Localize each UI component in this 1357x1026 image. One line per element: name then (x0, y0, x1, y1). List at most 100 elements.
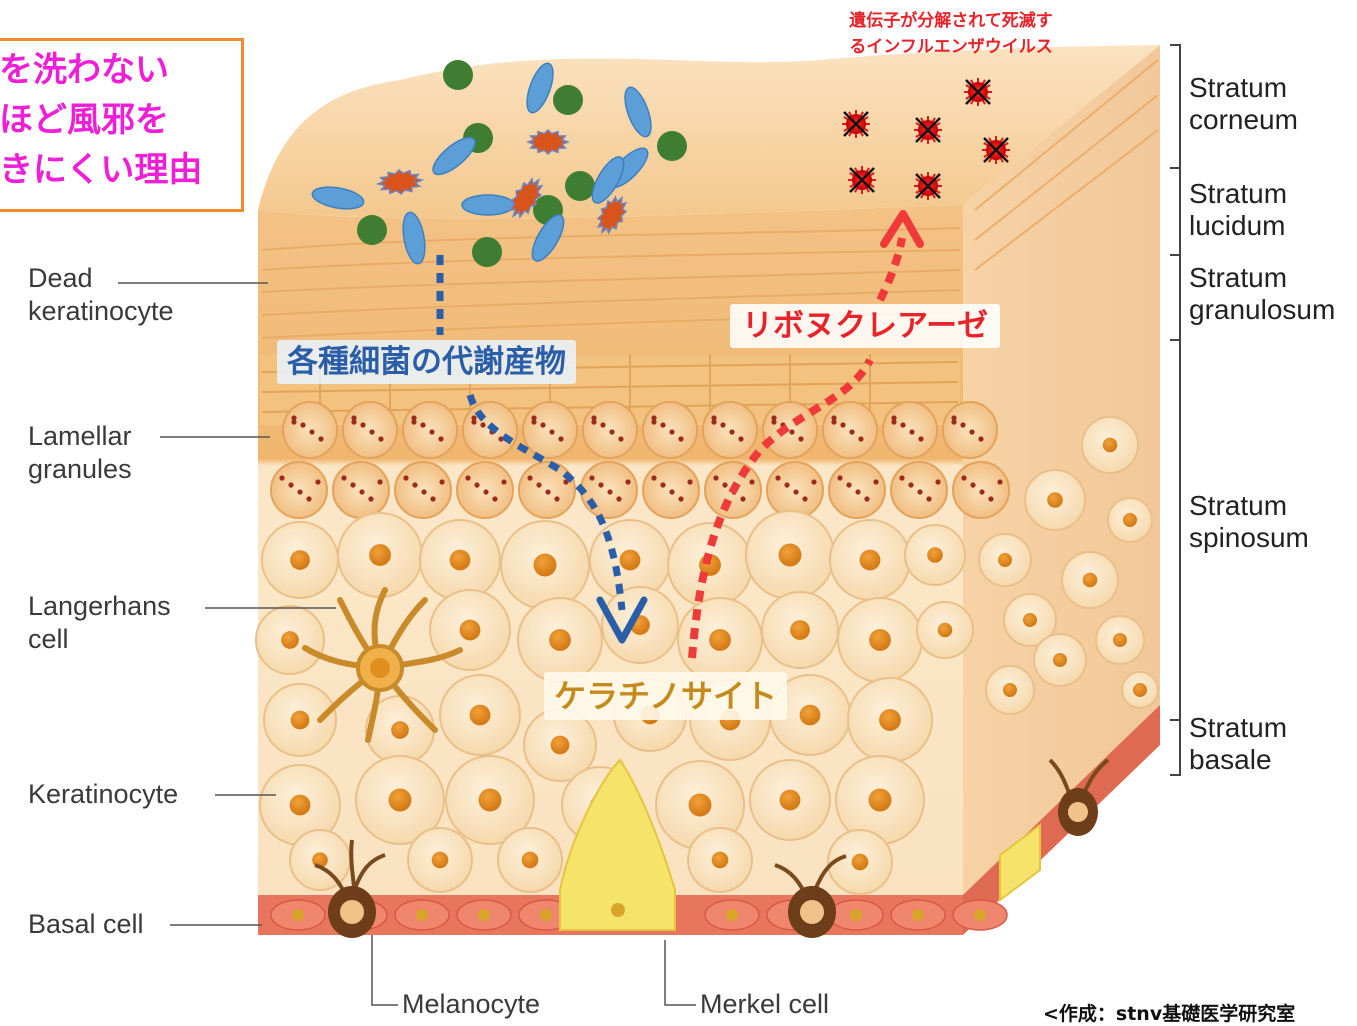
granulosum-cell (883, 402, 937, 458)
keratinocyte-nucleus (479, 789, 502, 812)
lamellar-granule-dot (784, 482, 789, 487)
lamellar-granule-dot (687, 479, 692, 484)
lamellar-granule-dot (961, 475, 966, 480)
lamellar-granule-dot (918, 436, 923, 441)
keratinocyte-nucleus (790, 620, 810, 640)
granulosum-cell (283, 402, 337, 458)
lamellar-granule-dot (378, 436, 383, 441)
virus-caption-line-1: 遺伝子が分解されて死滅す (776, 8, 1126, 34)
layer-label-corneum-line-1: Stratum (1189, 72, 1298, 104)
keratinocyte-nucleus (927, 547, 943, 563)
label-keratinocyte: Keratinocyte (28, 778, 178, 811)
keratinocyte-nucleus (470, 705, 491, 726)
green-coccus-bacterium (553, 85, 583, 115)
credit-text: <作成：stnv基礎医学研究室 (1043, 999, 1295, 1026)
lamellar-granule-dot (775, 475, 780, 480)
layer-label-granulosum-line-2: granulosum (1189, 294, 1335, 326)
dead-virus-marker (964, 78, 992, 106)
lamellar-granule-dot (471, 419, 476, 424)
label-langerhans-cell-line-1: Langerhans (28, 590, 171, 623)
keratinocyte-nucleus (689, 794, 712, 817)
basal-cell-nucleus (974, 909, 986, 921)
lamellar-granule-dot (979, 489, 984, 494)
lamellar-granule-dot (960, 422, 965, 427)
keratinocyte-nucleus (432, 852, 449, 869)
basal-cell-nucleus (478, 909, 490, 921)
lamellar-granule-dot (678, 496, 683, 501)
lamellar-granule-dot (412, 482, 417, 487)
lamellar-granule-dot (527, 475, 532, 480)
lamellar-granule-dot (315, 479, 320, 484)
lamellar-granule-dot (279, 475, 284, 480)
basal-cell-nucleus (912, 909, 924, 921)
keratinocyte-nucleus (869, 629, 891, 651)
lamellar-granule-dot (429, 429, 434, 434)
green-coccus-bacterium (472, 237, 502, 267)
lamellar-granule-dot (891, 419, 896, 424)
lamellar-granule-dot (501, 479, 506, 484)
lamellar-granule-dot (798, 436, 803, 441)
keratinocyte-nucleus (1003, 683, 1017, 697)
keratinocyte-nucleus (281, 631, 299, 649)
keratinocyte-nucleus (460, 620, 481, 641)
keratinocyte-nucleus (879, 709, 901, 731)
layer-label-lucidum-line-1: Stratum (1189, 178, 1287, 210)
label-lamellar-granules-line-2: granules (28, 453, 132, 486)
lamellar-granule-dot (306, 496, 311, 501)
keratinocyte-nucleus (1053, 653, 1067, 667)
layer-label-spinosum-line-1: Stratum (1189, 490, 1309, 522)
lamellar-granule-dot (771, 419, 776, 424)
keratinocyte-nucleus (391, 721, 409, 739)
label-dead-keratinocyte-line-1: Dead (28, 262, 174, 295)
lamellar-granule-dot (554, 496, 559, 501)
lamellar-granule-dot (729, 429, 734, 434)
lamellar-granule-dot (359, 489, 364, 494)
lamellar-granule-dot (831, 419, 836, 424)
lamellar-granule-dot (669, 489, 674, 494)
basal-cell-nucleus (540, 909, 552, 921)
lamellar-granule-dot (531, 419, 536, 424)
layer-label-corneum-line-2: corneum (1189, 104, 1298, 136)
lamellar-granule-dot (837, 475, 842, 480)
layer-label-lucidum: Stratum lucidum (1189, 178, 1287, 242)
lamellar-granule-dot (720, 422, 725, 427)
keratinocyte-nucleus (290, 550, 310, 570)
keratinocyte-nucleus (389, 789, 412, 812)
label-dead-keratinocyte: Dead keratinocyte (28, 262, 174, 328)
granulosum-cell (583, 402, 637, 458)
layer-label-corneum: Stratum corneum (1189, 72, 1298, 136)
lamellar-granule-dot (558, 436, 563, 441)
metabolite-callout: 各種細菌の代謝産物 (277, 340, 576, 384)
lamellar-granule-dot (855, 489, 860, 494)
ribonuclease-callout: リボヌクレアーゼ (730, 304, 1000, 348)
virus-caption-line-2: るインフルエンザウイルス (776, 34, 1126, 60)
lamellar-granule-dot (540, 422, 545, 427)
lamellar-granule-dot (969, 429, 974, 434)
lamellar-granule-dot (411, 419, 416, 424)
granulosum-cell (403, 402, 457, 458)
keratinocyte-nucleus (1113, 633, 1127, 647)
keratinocyte-callout: ケラチノサイト (544, 672, 787, 720)
lamellar-granule-dot (740, 496, 745, 501)
keratinocyte-nucleus (369, 544, 391, 566)
lamellar-granule-dot (430, 496, 435, 501)
lamellar-granule-dot (711, 419, 716, 424)
lamellar-granule-dot (978, 436, 983, 441)
lamellar-granule-dot (793, 489, 798, 494)
keratinocyte-nucleus (1023, 613, 1037, 627)
lamellar-granule-dot (318, 436, 323, 441)
label-langerhans-cell: Langerhans cell (28, 590, 171, 656)
layer-label-basale: Stratum basale (1189, 712, 1287, 776)
keratinocyte-nucleus (290, 795, 311, 816)
label-langerhans-cell-line-2: cell (28, 623, 171, 656)
keratinocyte-nucleus (1133, 683, 1147, 697)
title-line-3: きにくい理由 (0, 145, 241, 195)
basal-cell-nucleus (292, 909, 304, 921)
lamellar-granule-dot (970, 482, 975, 487)
lamellar-granule-dot (669, 429, 674, 434)
dead-virus-marker (914, 172, 942, 200)
title-box: を洗わない ほど風邪を きにくい理由 (0, 38, 244, 212)
lamellar-granule-dot (917, 489, 922, 494)
lamellar-granule-dot (618, 436, 623, 441)
granulosum-cell (703, 402, 757, 458)
